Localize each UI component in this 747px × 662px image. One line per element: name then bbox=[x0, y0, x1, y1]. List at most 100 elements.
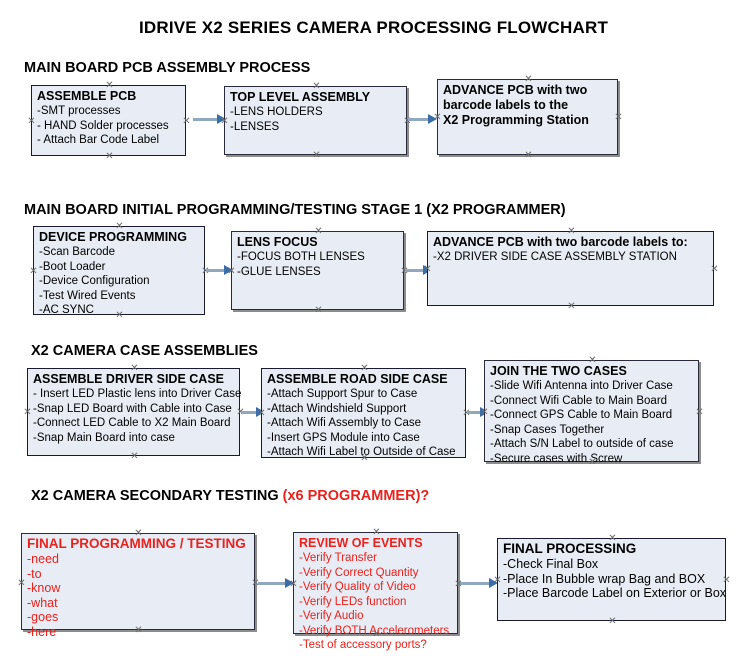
x-handle-icon[interactable]: ✕ bbox=[17, 578, 26, 589]
box-line: -Verify Correct Quantity bbox=[299, 566, 419, 579]
section-heading-1: MAIN BOARD PCB ASSEMBLY PROCESS bbox=[24, 60, 310, 76]
connector-arrow bbox=[460, 578, 498, 589]
box-line: -GLUE LENSES bbox=[237, 265, 321, 278]
x-handle-icon[interactable]: ✕ bbox=[312, 150, 321, 161]
arrow-shaft bbox=[408, 118, 429, 121]
box-line: -Scan Barcode bbox=[39, 246, 116, 258]
box-line: - Insert LED Plastic lens into Driver Ca… bbox=[33, 388, 242, 400]
arrow-right-icon bbox=[256, 407, 265, 417]
box-line: -Verify Audio bbox=[299, 610, 364, 622]
section-heading-2: MAIN BOARD INITIAL PROGRAMMING/TESTING S… bbox=[24, 202, 566, 218]
box-line: -AC SYNC bbox=[39, 304, 94, 316]
box-line: -Attach Support Spur to Case bbox=[267, 388, 418, 400]
box-review-of-events[interactable]: REVIEW OF EVENTS -Verify Transfer -Verif… bbox=[289, 528, 462, 652]
arrow-shaft bbox=[241, 411, 257, 414]
box-join-the-two-cases[interactable]: JOIN THE TWO CASES -Slide Wifi Antenna i… bbox=[480, 356, 703, 468]
box-title: DEVICE PROGRAMMING bbox=[39, 230, 187, 244]
box-line: -Attach Wifi Label to Outside of Case bbox=[267, 446, 456, 458]
x-handle-icon[interactable]: ✕ bbox=[27, 116, 36, 127]
x-handle-icon[interactable]: ✕ bbox=[105, 151, 114, 162]
arrow-shaft bbox=[258, 582, 286, 585]
box-line: -Connect GPS Cable to Main Board bbox=[490, 409, 673, 421]
x-handle-icon[interactable]: ✕ bbox=[524, 150, 533, 161]
box-assemble-road-side-case[interactable]: ASSEMBLE ROAD SIDE CASE -Attach Support … bbox=[257, 364, 470, 464]
box-line: -know bbox=[27, 581, 61, 595]
box-line: -LENSES bbox=[230, 120, 280, 133]
box-title: ASSEMBLE DRIVER SIDE CASE bbox=[33, 372, 225, 386]
box-line: -Insert GPS Module into Case bbox=[267, 431, 420, 444]
box-line: -Attach S/N Label to outside of case bbox=[490, 438, 674, 450]
arrow-shaft bbox=[206, 269, 225, 272]
box-title: ADVANCE PCB with two bbox=[443, 83, 588, 97]
box-final-programming-testing[interactable]: FINAL PROGRAMMING / TESTING -need -to -k… bbox=[17, 529, 259, 639]
box-line: -Slide Wifi Antenna into Driver Case bbox=[490, 380, 673, 392]
box-line: - HAND Solder processes bbox=[37, 119, 169, 132]
x-handle-icon[interactable]: ✕ bbox=[130, 451, 139, 462]
x-handle-icon[interactable]: ✕ bbox=[722, 575, 731, 586]
section-heading-1-text: MAIN BOARD PCB ASSEMBLY PROCESS bbox=[24, 60, 311, 76]
box-title: TOP LEVEL ASSEMBLY bbox=[230, 90, 371, 104]
box-line: -Device Configuration bbox=[39, 275, 150, 287]
box-title: JOIN THE TWO CASES bbox=[490, 364, 627, 378]
box-title-cont: X2 Programming Station bbox=[443, 113, 589, 127]
box-lens-focus[interactable]: LENS FOCUS -FOCUS BOTH LENSES -GLUE LENS… bbox=[227, 227, 408, 316]
x-handle-icon[interactable]: ✕ bbox=[29, 266, 38, 277]
x-handle-icon[interactable]: ✕ bbox=[695, 407, 704, 418]
arrow-right-icon bbox=[428, 114, 437, 124]
arrow-shaft bbox=[467, 411, 481, 414]
x-handle-icon[interactable]: ✕ bbox=[614, 112, 623, 123]
connector-arrow bbox=[206, 265, 233, 276]
box-title: ASSEMBLE ROAD SIDE CASE bbox=[267, 372, 448, 386]
box-title: FINAL PROGRAMMING / TESTING bbox=[27, 536, 246, 551]
box-line: -Connect Wifi Cable to Main Board bbox=[490, 394, 668, 407]
box-title: REVIEW OF EVENTS bbox=[299, 536, 423, 550]
box-final-processing[interactable]: FINAL PROCESSING -Check Final Box -Place… bbox=[493, 534, 730, 627]
x-handle-icon[interactable]: ✕ bbox=[567, 301, 576, 312]
box-line: -Check Final Box bbox=[503, 557, 599, 571]
box-title: LENS FOCUS bbox=[237, 235, 318, 249]
arrow-right-icon bbox=[217, 114, 226, 124]
box-line: -Test Wired Events bbox=[39, 289, 136, 302]
box-line: -Snap LED Board with Cable into Case bbox=[33, 402, 232, 415]
x-handle-icon[interactable]: ✕ bbox=[314, 305, 323, 316]
box-title-cont: barcode labels to the bbox=[443, 98, 569, 112]
box-title: ADVANCE PCB with two barcode labels to: bbox=[433, 235, 688, 249]
box-line: -what bbox=[27, 595, 58, 610]
box-line: -Verify Quality of Video bbox=[299, 581, 416, 593]
box-line: -Snap Cases Together bbox=[490, 423, 605, 436]
connector-arrow bbox=[408, 114, 437, 125]
box-line: -to bbox=[27, 566, 42, 581]
box-assemble-pcb[interactable]: ASSEMBLE PCB -SMT processes - HAND Solde… bbox=[27, 81, 190, 162]
section-heading-4-text: X2 CAMERA SECONDARY TESTING bbox=[31, 488, 283, 504]
box-assemble-driver-side-case[interactable]: ASSEMBLE DRIVER SIDE CASE - Insert LED P… bbox=[23, 364, 244, 462]
box-line: -Verify BOTH Accelerometers bbox=[299, 624, 450, 637]
box-line: -FOCUS BOTH LENSES bbox=[237, 251, 365, 263]
box-line: -LENS HOLDERS bbox=[230, 106, 323, 118]
arrow-shaft bbox=[193, 118, 218, 121]
box-line: -Secure cases with Screw bbox=[490, 452, 623, 465]
box-device-programming[interactable]: DEVICE PROGRAMMING -Scan Barcode -Boot L… bbox=[29, 222, 209, 321]
box-line: -Verify Transfer bbox=[299, 552, 377, 564]
arrow-right-icon bbox=[489, 578, 498, 588]
box-line: -Verify LEDs function bbox=[299, 595, 407, 608]
box-line: -X2 DRIVER SIDE CASE ASSEMBLY STATION bbox=[433, 251, 677, 263]
connector-arrow bbox=[258, 578, 294, 589]
box-line-overflow: -Test of accessory ports? bbox=[299, 639, 427, 651]
section-heading-3-text: X2 CAMERA CASE ASSEMBLIES bbox=[31, 343, 258, 359]
x-handle-icon[interactable]: ✕ bbox=[182, 116, 191, 127]
box-line: -Attach Wifi Assembly to Case bbox=[267, 417, 422, 429]
box-advance-pcb-2[interactable]: ADVANCE PCB with two barcode labels to: … bbox=[423, 227, 718, 312]
x-handle-icon[interactable]: ✕ bbox=[23, 407, 32, 418]
box-title: ASSEMBLE PCB bbox=[37, 89, 137, 103]
section-heading-3: X2 CAMERA CASE ASSEMBLIES bbox=[31, 343, 258, 359]
arrow-shaft bbox=[460, 582, 490, 585]
box-top-level-assembly[interactable]: TOP LEVEL ASSEMBLY -LENS HOLDERS -LENSES… bbox=[220, 82, 411, 161]
section-heading-2-text: MAIN BOARD INITIAL PROGRAMMING/TESTING S… bbox=[24, 202, 566, 218]
box-advance-pcb-1[interactable]: ADVANCE PCB with two barcode labels to t… bbox=[433, 75, 622, 161]
box-line: -Boot Loader bbox=[39, 260, 106, 273]
box-line: - Attach Bar Code Label bbox=[37, 134, 160, 146]
box-line: -need bbox=[27, 552, 59, 566]
x-handle-icon[interactable]: ✕ bbox=[608, 616, 617, 627]
x-handle-icon[interactable]: ✕ bbox=[710, 264, 719, 275]
